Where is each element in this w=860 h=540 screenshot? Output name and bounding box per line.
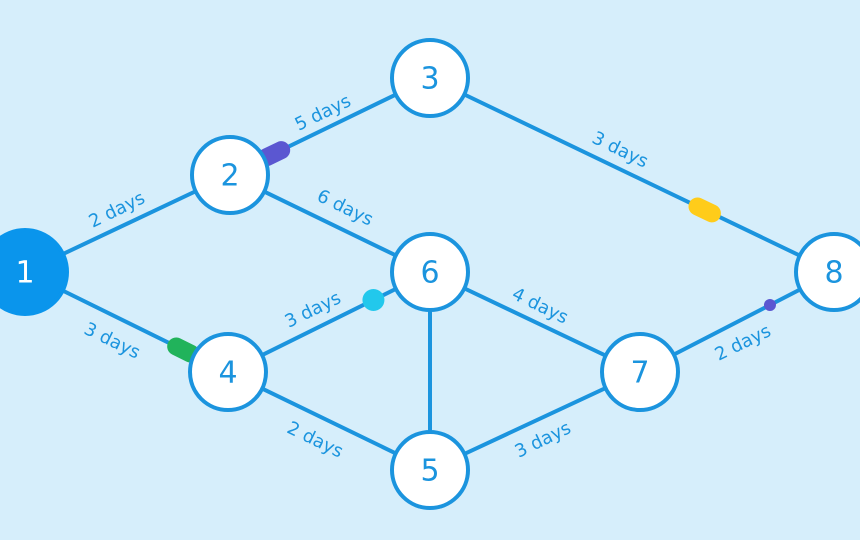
edge-label-6-7: 4 days bbox=[509, 283, 572, 328]
marker-3-8 bbox=[688, 197, 721, 223]
marker-7-8 bbox=[763, 299, 776, 311]
node-circle-2 bbox=[190, 135, 270, 215]
edge-label-4-6: 3 days bbox=[282, 287, 345, 332]
node-6: 6 bbox=[390, 232, 470, 312]
node-3: 3 bbox=[390, 38, 470, 118]
node-label-7: 7 bbox=[630, 356, 649, 391]
node-label-3: 3 bbox=[420, 62, 439, 97]
node-circle-1 bbox=[0, 228, 69, 316]
node-label-6: 6 bbox=[420, 256, 439, 291]
node-circle-7 bbox=[600, 332, 680, 412]
edge-label-2-6: 6 days bbox=[314, 185, 377, 230]
node-circle-8 bbox=[794, 232, 860, 312]
marker-4-6 bbox=[362, 289, 385, 311]
node-7: 7 bbox=[600, 332, 680, 412]
node-label-8: 8 bbox=[824, 256, 843, 291]
node-circle-4 bbox=[188, 332, 268, 412]
edge-label-1-2: 2 days bbox=[86, 187, 149, 232]
edge-label-5-7: 3 days bbox=[512, 417, 575, 462]
edge-label-3-8: 3 days bbox=[589, 127, 652, 172]
node-circle-6 bbox=[390, 232, 470, 312]
node-circle-3 bbox=[390, 38, 470, 118]
node-label-4: 4 bbox=[218, 356, 237, 391]
node-2: 2 bbox=[190, 135, 270, 215]
node-4: 4 bbox=[188, 332, 268, 412]
node-circle-5 bbox=[390, 430, 470, 510]
node-label-2: 2 bbox=[220, 159, 239, 194]
node-label-5: 5 bbox=[420, 454, 439, 489]
edge-3-8 bbox=[428, 76, 836, 274]
nodes-layer: 1 2 3 4 5 6 7 8 bbox=[0, 38, 860, 510]
node-label-1: 1 bbox=[15, 256, 34, 291]
node-5: 5 bbox=[390, 430, 470, 510]
node-1: 1 bbox=[0, 228, 69, 316]
edge-label-7-8: 2 days bbox=[712, 320, 775, 365]
node-8: 8 bbox=[794, 232, 860, 312]
